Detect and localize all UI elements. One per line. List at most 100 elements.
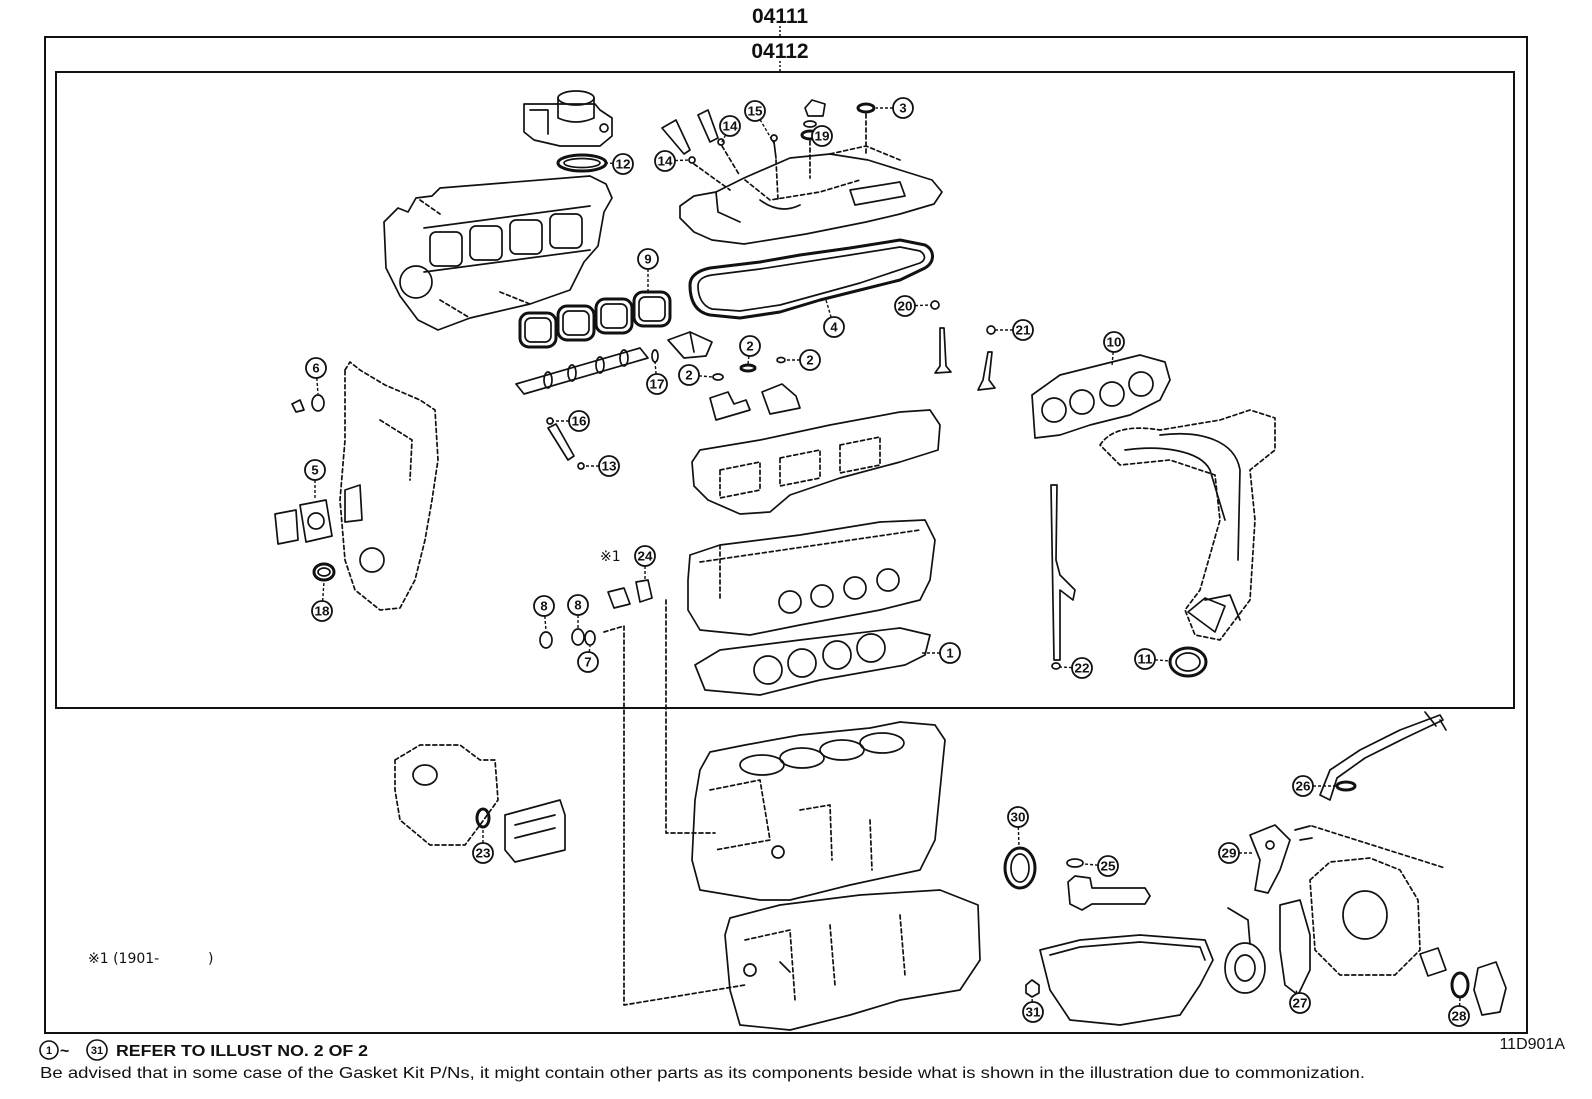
callout-2: 2 <box>739 335 761 365</box>
cylinder-head <box>687 519 936 636</box>
footer-advisory: Be advised that in some case of the Gask… <box>40 1065 1365 1082</box>
subassembly-frame <box>55 71 1515 709</box>
o-ring-a <box>539 631 553 649</box>
callout-label: 5 <box>311 463 318 478</box>
valve-stem-seal-exhaust <box>986 325 996 335</box>
callout-circle <box>719 115 741 137</box>
callout-label: 26 <box>1296 779 1311 794</box>
valve-stem-seal-intake <box>930 300 940 310</box>
exhaust-manifold-gasket <box>1031 354 1171 439</box>
callout-1: 1 <box>922 642 961 664</box>
callout-circle <box>1218 842 1240 864</box>
oil-strainer <box>1067 875 1151 911</box>
note-marker: ※1 <box>600 549 621 565</box>
callout-circle <box>567 594 589 616</box>
callout-label: 23 <box>476 846 491 861</box>
callout-7: 7 <box>577 645 599 673</box>
footnote-text: ※1 (1901- <box>88 951 159 967</box>
o-ring-c <box>584 630 596 646</box>
bearing-cap-front <box>709 391 751 421</box>
callout-18: 18 <box>311 580 333 622</box>
callout-16: 16 <box>553 410 590 432</box>
intake-manifold <box>383 175 613 331</box>
fuel-injector-parts <box>661 109 741 191</box>
callout-circle <box>894 295 916 317</box>
callout-circle <box>739 335 761 357</box>
footer-range-start-label: 1 <box>46 1045 52 1057</box>
footer-range-end-label: 31 <box>91 1045 103 1057</box>
callout-11: 11 <box>1134 648 1171 670</box>
callout-circle <box>1292 775 1314 797</box>
callout-circle <box>533 595 555 617</box>
thermostat-housing-parts <box>1419 947 1507 1016</box>
callout-circle <box>568 410 590 432</box>
callout-label: 21 <box>1016 323 1031 338</box>
oil-pan-upper <box>724 889 981 1031</box>
oil-jet-parts <box>607 579 653 609</box>
callout-circle <box>744 100 766 122</box>
callout-label: 2 <box>685 368 692 383</box>
footnote-close: ) <box>208 951 213 967</box>
callout-circle <box>823 316 845 338</box>
chain-tensioner-housing <box>504 799 566 863</box>
water-pump <box>1309 857 1421 976</box>
callout-label: 14 <box>723 119 739 134</box>
footer-refer-text: REFER TO ILLUST NO. 2 OF 2 <box>116 1043 368 1060</box>
crankshaft-front-seal <box>312 562 336 582</box>
water-pump-pulley <box>1224 907 1266 994</box>
callout-label: 31 <box>1026 1005 1041 1020</box>
callout-label: 10 <box>1107 335 1122 350</box>
dipstick-guide <box>1050 484 1076 670</box>
callout-circle <box>311 600 333 622</box>
callout-circle <box>1022 1001 1044 1023</box>
cover-bracket <box>804 99 826 117</box>
callout-circle <box>1007 806 1029 828</box>
callout-28: 28 <box>1448 997 1470 1027</box>
callout-25: 25 <box>1083 855 1119 877</box>
callout-circle <box>305 357 327 379</box>
callout-leader <box>654 361 658 385</box>
callout-label: 2 <box>806 353 813 368</box>
callout-circle <box>472 842 494 864</box>
callout-label: 27 <box>1293 996 1308 1011</box>
callout-label: 8 <box>540 599 547 614</box>
callout-6: 6 <box>305 357 327 395</box>
callout-17: 17 <box>646 361 668 395</box>
timing-chain-cover <box>339 361 439 611</box>
callout-label: 13 <box>602 459 617 474</box>
parts-layer <box>274 90 1507 1031</box>
timing-cover-seal <box>291 394 325 413</box>
subassembly-code: 04112 <box>751 40 808 63</box>
callout-label: 2 <box>746 339 753 354</box>
tensioner-o-ring <box>475 807 491 829</box>
throttle-body <box>523 90 613 147</box>
callout-circle <box>1071 657 1093 679</box>
cam-actuator <box>667 331 713 359</box>
callout-circle <box>304 459 326 481</box>
callout-label: 3 <box>899 101 906 116</box>
callout-leader <box>1458 997 1461 1017</box>
assembly-code: 04111 <box>752 5 808 28</box>
callout-circle <box>654 150 676 172</box>
water-pump-gasket <box>1279 899 1311 996</box>
callout-circle <box>678 364 700 386</box>
callout-label: 14 <box>658 154 674 169</box>
footer-range-separator: ~ <box>60 1043 69 1060</box>
cylinder-head-cover <box>679 145 943 245</box>
callout-13: 13 <box>584 455 620 477</box>
throttle-body-gasket <box>556 153 608 173</box>
callout-label: 1 <box>946 646 953 661</box>
callout-9: 9 <box>637 248 659 291</box>
bearing-cap-rear <box>761 383 801 415</box>
callout-label: 7 <box>584 655 591 670</box>
callout-label: 12 <box>616 157 631 172</box>
callout-8: 8 <box>567 594 589 628</box>
callout-label: 19 <box>815 129 830 144</box>
callout-leader <box>664 159 690 162</box>
callout-label: 30 <box>1011 810 1026 825</box>
callout-label: 18 <box>315 604 330 619</box>
callout-circle <box>1289 992 1311 1014</box>
water-inlet-gasket <box>1249 824 1313 894</box>
callout-circle <box>1448 1005 1470 1027</box>
callout-label: 16 <box>572 414 587 429</box>
